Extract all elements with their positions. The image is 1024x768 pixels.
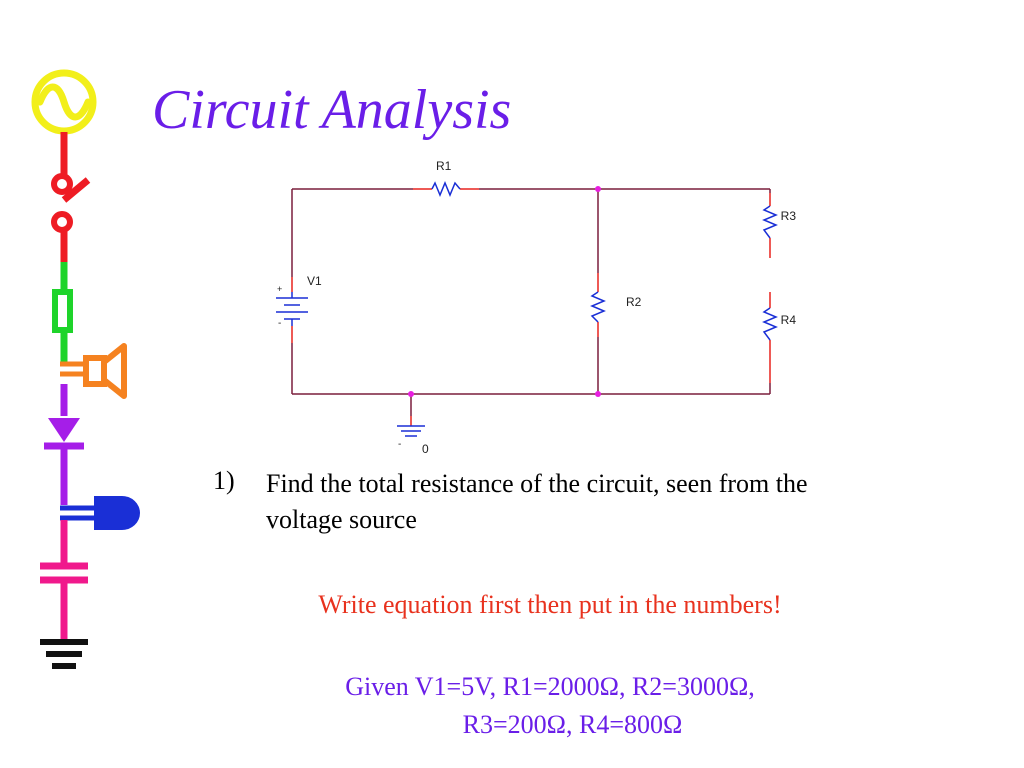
ground-minus-sign: - (398, 439, 401, 450)
resistor-r3 (762, 193, 778, 258)
label-v1: V1 (307, 274, 322, 288)
resistor-r2 (590, 273, 606, 337)
lamp-icon (60, 496, 140, 530)
circuit-schematic: R1 R2 R3 R4 (276, 159, 797, 456)
question-text: Find the total resistance of the circuit… (266, 469, 808, 534)
label-r1: R1 (436, 159, 452, 173)
label-r2: R2 (626, 295, 642, 309)
ac-source-icon (31, 69, 97, 135)
given-values-line1: Given V1=5V, R1=2000Ω, R2=3000Ω, (345, 672, 755, 701)
resistor-r4 (762, 292, 778, 383)
instruction-text: Write equation first then put in the num… (318, 590, 782, 619)
fuse-icon (52, 262, 73, 362)
question-number: 1) (213, 466, 235, 495)
circuit-wires (291, 188, 771, 416)
label-r3: R3 (781, 209, 797, 223)
battery-minus-sign: - (278, 318, 281, 329)
battery-plus-sign: + (277, 284, 282, 294)
switch-icon (51, 132, 91, 262)
slide-title: Circuit Analysis (152, 79, 512, 141)
ground-symbol (397, 416, 425, 437)
circuit-nodes (408, 186, 601, 397)
battery-v1 (276, 277, 308, 343)
diode-icon (44, 384, 84, 505)
speaker-icon (60, 343, 127, 399)
ground-icon (40, 639, 88, 669)
capacitor-icon (40, 520, 88, 640)
given-values-line2: R3=200Ω, R4=800Ω (462, 710, 683, 739)
label-ground: 0 (422, 442, 429, 456)
label-r4: R4 (781, 313, 797, 327)
resistor-r1 (413, 181, 479, 197)
decorative-component-strip (31, 69, 140, 669)
